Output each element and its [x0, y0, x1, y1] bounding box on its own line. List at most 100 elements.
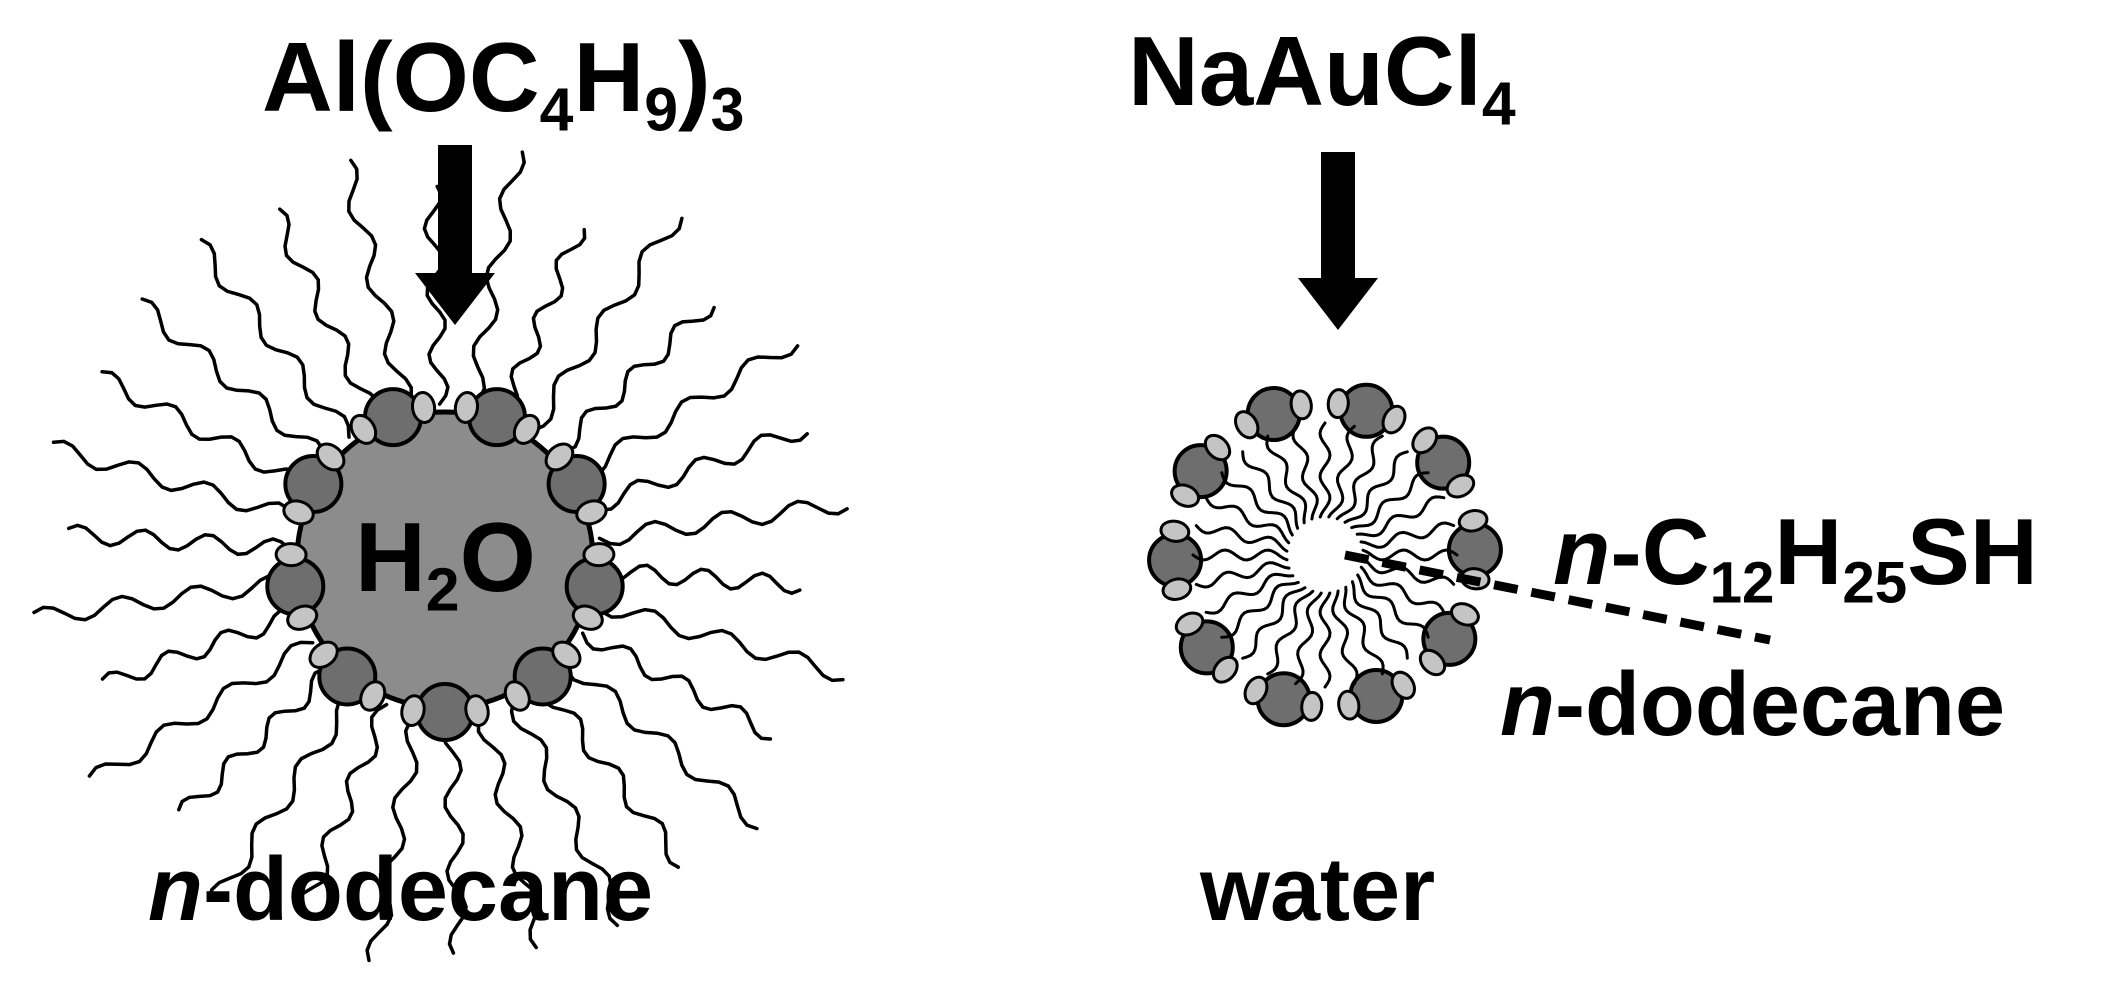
surfactant-tail: [422, 184, 450, 406]
left-addition-arrow: [415, 145, 495, 325]
surfactant-tail: [1350, 471, 1430, 530]
surfactant-tail: [555, 305, 716, 454]
counterion: [274, 542, 308, 568]
surfactant-tail: [562, 658, 759, 831]
surfactant-tail: [1241, 450, 1300, 530]
surfactant-tail: [100, 369, 310, 489]
surfactant-tail: [199, 237, 351, 439]
counterion: [1203, 433, 1232, 462]
counterion: [1390, 670, 1416, 700]
counterion: [1337, 689, 1361, 721]
solvent-label-water: water: [1200, 840, 1436, 940]
counterion: [1411, 426, 1439, 455]
counterion: [1418, 648, 1447, 677]
surfactant-tail: [177, 666, 335, 812]
surfactant-tail: [530, 216, 684, 433]
surfactant-tail: [347, 158, 414, 411]
solvent-label-dodecane-inner: n-dodecane: [1500, 655, 2006, 755]
surfactant-tail: [1204, 496, 1291, 545]
counterion: [286, 604, 319, 631]
surfactant-tail: [440, 714, 468, 955]
counterion: [1234, 410, 1260, 440]
counterion: [1211, 655, 1239, 684]
surfactant-tail: [87, 640, 315, 778]
surfactant-tail: [575, 344, 800, 480]
counterion: [400, 694, 426, 727]
reagent-aluminum-butoxide: Al(OC4H9)3: [262, 22, 745, 144]
counterion: [1445, 473, 1476, 499]
surfactant-tail: [598, 563, 802, 596]
surfactant-tail: [589, 432, 809, 512]
surfactant-tail: [1350, 580, 1409, 660]
surfactant-tail: [207, 687, 360, 902]
left-surfactant-tails: [32, 150, 849, 963]
surfactant-tail: [278, 207, 381, 422]
surfactant-tail: [1318, 421, 1332, 519]
surfactant-tail: [1220, 580, 1300, 639]
counterion: [1457, 509, 1489, 533]
surfactant-tail: [1291, 424, 1319, 521]
surfactant-tail: [1356, 573, 1430, 639]
surfactant-tail: [140, 297, 328, 462]
right-headgroups: [1147, 382, 1503, 728]
counterion: [503, 680, 531, 712]
surfactant-tail: [476, 709, 541, 950]
counterion: [512, 413, 541, 445]
thiol-leader-line: [1344, 550, 1771, 645]
surfactant-tail: [1241, 586, 1307, 660]
counterion: [308, 640, 339, 669]
counterion: [582, 542, 616, 568]
surfactant-tail: [100, 608, 301, 681]
right-addition-arrow: [1298, 152, 1378, 330]
surfactant-tail: [580, 631, 773, 741]
left-headgroups: [265, 387, 625, 742]
surfactant-tail: [365, 711, 420, 963]
surfactant-tail: [1194, 524, 1289, 553]
surfactant-tail: [1359, 565, 1446, 614]
surfactant-tail: [1294, 591, 1323, 686]
counterion: [464, 694, 490, 727]
surfactant-tail: [1361, 548, 1459, 562]
surfactant-tail: [1194, 561, 1291, 589]
thiol-label: n-C12H25SH: [1553, 499, 2038, 616]
right-surfactant-tails: [1191, 421, 1459, 689]
surfactant-tail: [66, 523, 292, 557]
counterion: [282, 499, 315, 526]
core-label-water: H2O: [355, 502, 536, 624]
surfactant-tail: [1342, 585, 1385, 676]
surfactant-tail: [1191, 548, 1289, 562]
surfactant-tail: [1335, 434, 1384, 521]
surfactant-tail: [1343, 450, 1409, 524]
counterion: [453, 391, 480, 424]
surfactant-tail: [1318, 591, 1332, 689]
counterion: [1161, 577, 1193, 601]
counterion: [1159, 519, 1191, 543]
counterion: [1381, 404, 1407, 435]
counterion: [544, 442, 575, 472]
reagent-sodium-tetrachloroaurate: NaAuCl4: [1128, 16, 1516, 138]
surfactant-tail: [1327, 424, 1356, 519]
counterion: [1243, 675, 1269, 706]
surfactant-tail: [295, 702, 389, 912]
right-micelle: [1147, 382, 1503, 728]
solvent-label-dodecane-left: n-dodecane: [148, 840, 654, 940]
surfactant-tail: [1355, 495, 1446, 538]
surfactant-tail: [501, 227, 587, 418]
counterion: [1289, 389, 1313, 421]
surfactant-tail: [1266, 589, 1315, 676]
left-micelle: [32, 150, 849, 963]
counterion: [575, 499, 608, 526]
counterion: [359, 680, 387, 712]
counterion: [571, 604, 604, 631]
surfactant-tail: [32, 573, 293, 622]
surfactant-tail: [593, 601, 845, 683]
surfactant-tail: [1220, 471, 1294, 537]
surfactant-tail: [539, 681, 681, 869]
counterion: [410, 391, 437, 424]
surfactant-tail: [1265, 434, 1308, 525]
surfactant-tail: [597, 499, 849, 547]
counterion: [1300, 690, 1324, 722]
surfactant-tail: [509, 698, 620, 928]
